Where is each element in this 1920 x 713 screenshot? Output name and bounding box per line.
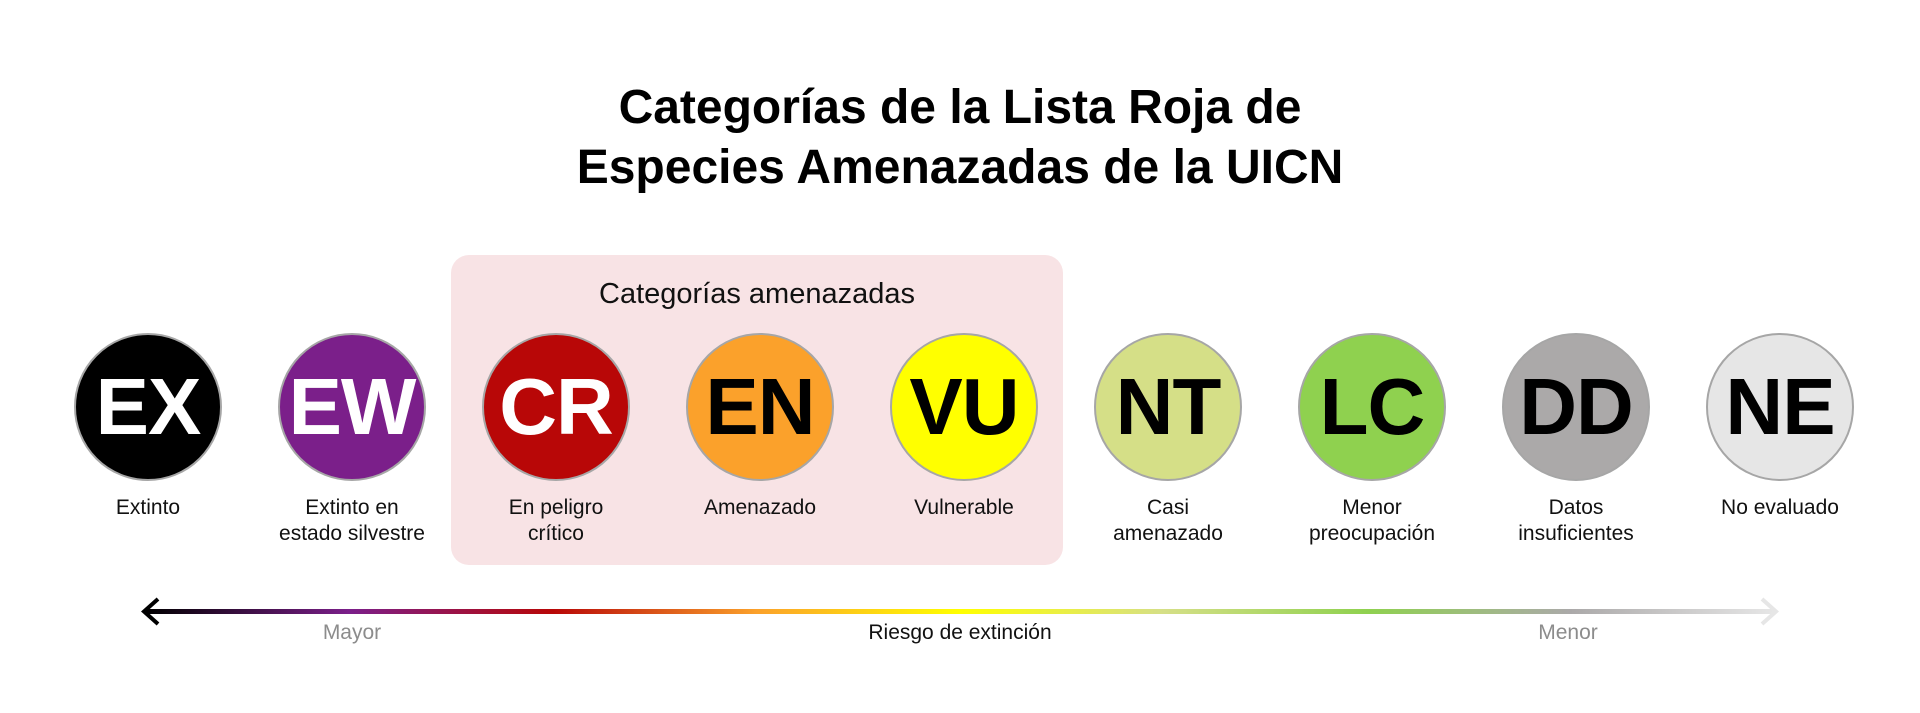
category-vu: VU Vulnerable (864, 333, 1064, 521)
category-badge: NT (1094, 333, 1242, 481)
category-label-line: Menor (1342, 496, 1402, 519)
category-label-line: No evaluado (1721, 496, 1839, 519)
category-label: Datos insuficientes (1476, 495, 1676, 547)
category-label-line: Vulnerable (914, 496, 1014, 519)
category-label-line: crítico (527, 522, 584, 545)
category-label-line: Extinto (115, 496, 181, 519)
category-label-line: estado silvestre (279, 522, 425, 545)
category-cr: CR En peligro crítico (456, 333, 656, 547)
category-label-line: Casi (1146, 496, 1189, 519)
risk-gradient-bar (146, 609, 1774, 614)
threatened-categories-label: Categorías amenazadas (599, 278, 915, 310)
title-line-2: Especies Amenazadas de la UICN (576, 141, 1344, 194)
category-badge: CR (482, 333, 630, 481)
category-badge: EX (74, 333, 222, 481)
page-title: Categorías de la Lista Roja de Especies … (0, 78, 1920, 198)
category-label: Amenazado (660, 495, 860, 521)
category-label: Casi amenazado (1068, 495, 1268, 547)
category-label-line: insuficientes (1518, 522, 1634, 545)
axis-label-risk: Riesgo de extinción (868, 621, 1052, 644)
category-label: Vulnerable (864, 495, 1064, 521)
category-ne: NE No evaluado (1680, 333, 1880, 521)
category-badge: LC (1298, 333, 1446, 481)
category-en: EN Amenazado (660, 333, 860, 521)
axis-label-mayor: Mayor (322, 621, 382, 644)
title-line-1: Categorías de la Lista Roja de (618, 81, 1302, 134)
category-label: Menor preocupación (1272, 495, 1472, 547)
category-label: Extinto (48, 495, 248, 521)
category-label: No evaluado (1680, 495, 1880, 521)
axis-label-menor: Menor (1538, 621, 1598, 644)
category-label-line: En peligro (508, 496, 604, 519)
category-label-line: Datos (1548, 496, 1604, 519)
category-label-line: Amenazado (703, 496, 817, 519)
category-dd: DD Datos insuficientes (1476, 333, 1676, 547)
arrow-left-icon (140, 597, 160, 626)
category-label: Extinto en estado silvestre (252, 495, 452, 547)
category-ex: EX Extinto (48, 333, 248, 521)
category-badge: VU (890, 333, 1038, 481)
category-lc: LC Menor preocupación (1272, 333, 1472, 547)
category-badge: EN (686, 333, 834, 481)
category-label-line: amenazado (1113, 522, 1223, 545)
category-label-line: preocupación (1308, 522, 1436, 545)
category-nt: NT Casi amenazado (1068, 333, 1268, 547)
category-badge: DD (1502, 333, 1650, 481)
category-badge: EW (278, 333, 426, 481)
category-label-line: Extinto en (305, 496, 399, 519)
category-label: En peligro crítico (456, 495, 656, 547)
arrow-right-icon (1760, 597, 1780, 626)
category-badge: NE (1706, 333, 1854, 481)
category-ew: EW Extinto en estado silvestre (252, 333, 452, 547)
